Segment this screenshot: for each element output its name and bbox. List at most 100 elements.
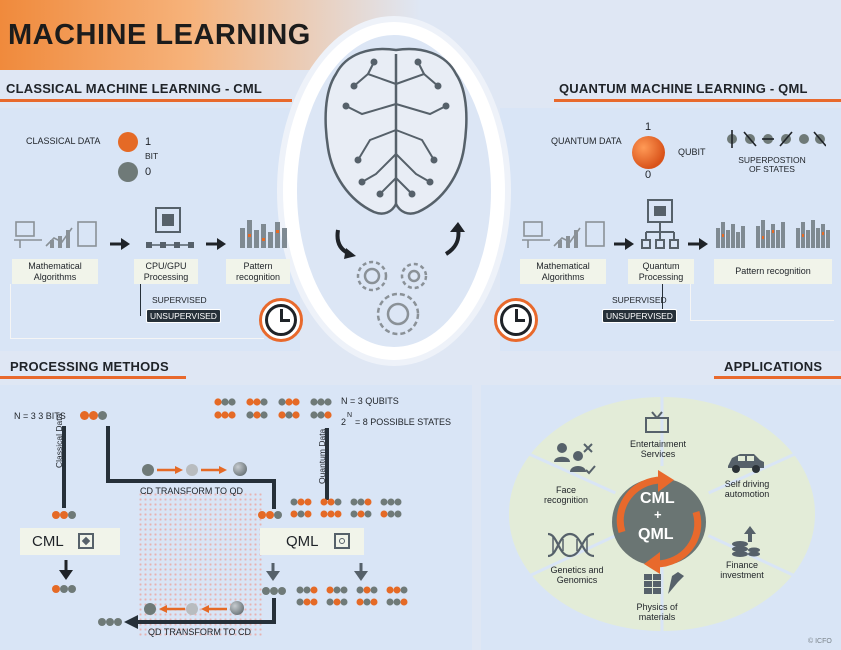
qml-step-processing: Quantum Processing	[628, 259, 694, 284]
applications-header-line	[714, 376, 841, 379]
qml-branch-line	[662, 284, 663, 316]
orange-arrow-icon	[159, 605, 185, 613]
bit-dot	[89, 411, 98, 420]
computer-icon	[522, 221, 605, 248]
clock-hand-v	[280, 309, 283, 321]
superposition-icon	[727, 130, 826, 148]
quantum-data-label: Quantum Data	[317, 428, 327, 484]
qubit-one: 1	[645, 121, 652, 133]
cml-branch-line	[140, 284, 141, 316]
qd-dot	[274, 511, 282, 519]
page-title: MACHINE LEARNING	[8, 19, 311, 51]
qd-dot	[266, 511, 274, 519]
arrow-right-icon	[688, 238, 708, 250]
quantum-data-line	[325, 428, 329, 500]
qml-chip-icon	[334, 533, 350, 549]
orange-arrow-icon	[157, 466, 183, 474]
qd-dot	[262, 587, 270, 595]
qd-path-down	[272, 598, 276, 622]
clock-hand-h	[515, 319, 525, 322]
clock-hand-h	[280, 319, 290, 322]
arrow-right-icon	[110, 238, 130, 250]
bit-dot	[60, 585, 68, 593]
qml-header: QUANTUM MACHINE LEARNING - QML	[559, 81, 808, 96]
tv-icon	[645, 411, 669, 433]
center-plus: +	[654, 507, 662, 522]
cml-unsupervised: UNSUPERVISED	[146, 309, 221, 323]
processing-header: PROCESSING METHODS	[10, 359, 169, 374]
qml-chip-core	[339, 538, 345, 544]
pattern-bars-icon	[716, 220, 830, 248]
app-self-driving: Self driving automotion	[724, 479, 770, 499]
finance-icon	[732, 526, 760, 557]
qml-box-label: QML	[286, 532, 319, 550]
bit-dot	[52, 585, 60, 593]
classical-data-line	[62, 426, 66, 508]
arrow-down-icon	[266, 563, 280, 581]
qml-box: QML	[260, 528, 364, 555]
qd-dot-mid	[186, 603, 198, 615]
qd-dot-end	[230, 601, 244, 615]
qubit-states-top	[214, 398, 332, 419]
cml-step-algorithms: Mathematical Algorithms	[12, 259, 98, 284]
cd-dot	[114, 618, 122, 626]
cml-box-label: CML	[32, 532, 64, 550]
brain-icon	[324, 47, 468, 215]
cml-loop-line-bottom	[10, 338, 264, 339]
app-entertainment: Entertainment Services	[629, 439, 687, 459]
qml-unsupervised: UNSUPERVISED	[602, 309, 677, 323]
processing-header-line	[0, 376, 186, 379]
center-qml: QML	[638, 526, 674, 543]
qml-loop-line-bottom	[690, 320, 834, 321]
qd-path-horizontal	[134, 620, 276, 624]
cml-step-pattern: Pattern recognition	[226, 259, 290, 284]
superposition-label: SUPERPOSTION OF STATES	[738, 155, 806, 175]
bit-dot	[98, 411, 107, 420]
cd-dot	[106, 618, 114, 626]
qml-supervised: SUPERVISED	[612, 295, 667, 305]
arrow-down-icon	[354, 563, 368, 581]
cml-loop-line	[10, 284, 11, 338]
orange-arrow-icon	[201, 466, 227, 474]
cd-path-down	[272, 479, 276, 509]
center-cml: CML	[640, 490, 675, 507]
bit-one-label: 1	[145, 136, 152, 148]
bit-one-dot	[118, 132, 138, 152]
app-physics: Physics of materials	[636, 602, 678, 622]
app-face: Face recognition	[543, 485, 589, 505]
rotate-arrow-left-icon	[335, 229, 356, 259]
qubit-sphere	[632, 136, 665, 169]
clock-face	[265, 304, 297, 336]
rotate-arrow-right-icon	[444, 222, 465, 256]
cd-dot-end	[233, 462, 247, 476]
qml-header-line	[554, 99, 841, 102]
bit-zero-dot	[118, 162, 138, 182]
cd-path-horizontal	[106, 479, 276, 483]
cml-supervised: SUPERVISED	[152, 295, 207, 305]
pattern-bars-icon	[240, 220, 287, 248]
qml-step-algorithms: Mathematical Algorithms	[520, 259, 606, 284]
cd-dot-mid	[186, 464, 198, 476]
cml-header: CLASSICAL MACHINE LEARNING - CML	[6, 81, 263, 96]
cd-dot	[98, 618, 106, 626]
arrow-right-icon	[206, 238, 226, 250]
bit-dot	[68, 511, 76, 519]
face-recognition-icon	[554, 443, 596, 475]
qml-step-pattern: Pattern recognition	[714, 259, 832, 284]
bit-dot	[60, 511, 68, 519]
bit-label: BIT	[145, 151, 159, 161]
arrow-right-icon	[614, 238, 634, 250]
qd-dot	[278, 587, 286, 595]
cd-dot	[142, 464, 154, 476]
applications-header: APPLICATIONS	[724, 359, 823, 374]
cd-path-vertical	[106, 426, 110, 482]
bits-label: N = 3 3 BITS	[14, 411, 66, 421]
states-exp: N	[347, 412, 353, 419]
qubit-states-bottom	[296, 586, 408, 606]
dna-icon	[547, 532, 595, 558]
cml-chip-icon	[78, 533, 94, 549]
clock-face	[500, 304, 532, 336]
states-text: = 8 POSSIBLE STATES	[355, 417, 451, 427]
clock-hand-v	[515, 309, 518, 321]
app-genetics: Genetics and Genomics	[550, 565, 604, 585]
